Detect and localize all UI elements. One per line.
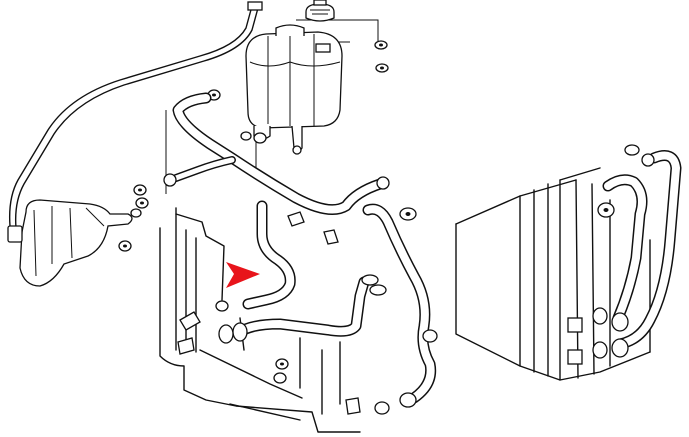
grommets-left	[133, 184, 149, 209]
upper-radiator-hose	[362, 203, 438, 415]
overflow-line	[8, 1, 263, 241]
heater-core	[455, 167, 651, 381]
radiator	[159, 207, 361, 433]
highlight-arrow	[226, 262, 260, 288]
expansion-tank-cap	[305, 0, 335, 22]
overflow-line-clip	[247, 1, 263, 11]
coolant-hose	[242, 200, 296, 310]
hose-clamps	[240, 131, 417, 384]
tank-fitting	[315, 43, 331, 53]
washer-reservoir	[7, 199, 142, 287]
expansion-tank	[245, 24, 343, 155]
heater-hoses	[592, 144, 682, 359]
bypass-hose	[163, 92, 390, 216]
lower-radiator-hose	[215, 274, 387, 344]
